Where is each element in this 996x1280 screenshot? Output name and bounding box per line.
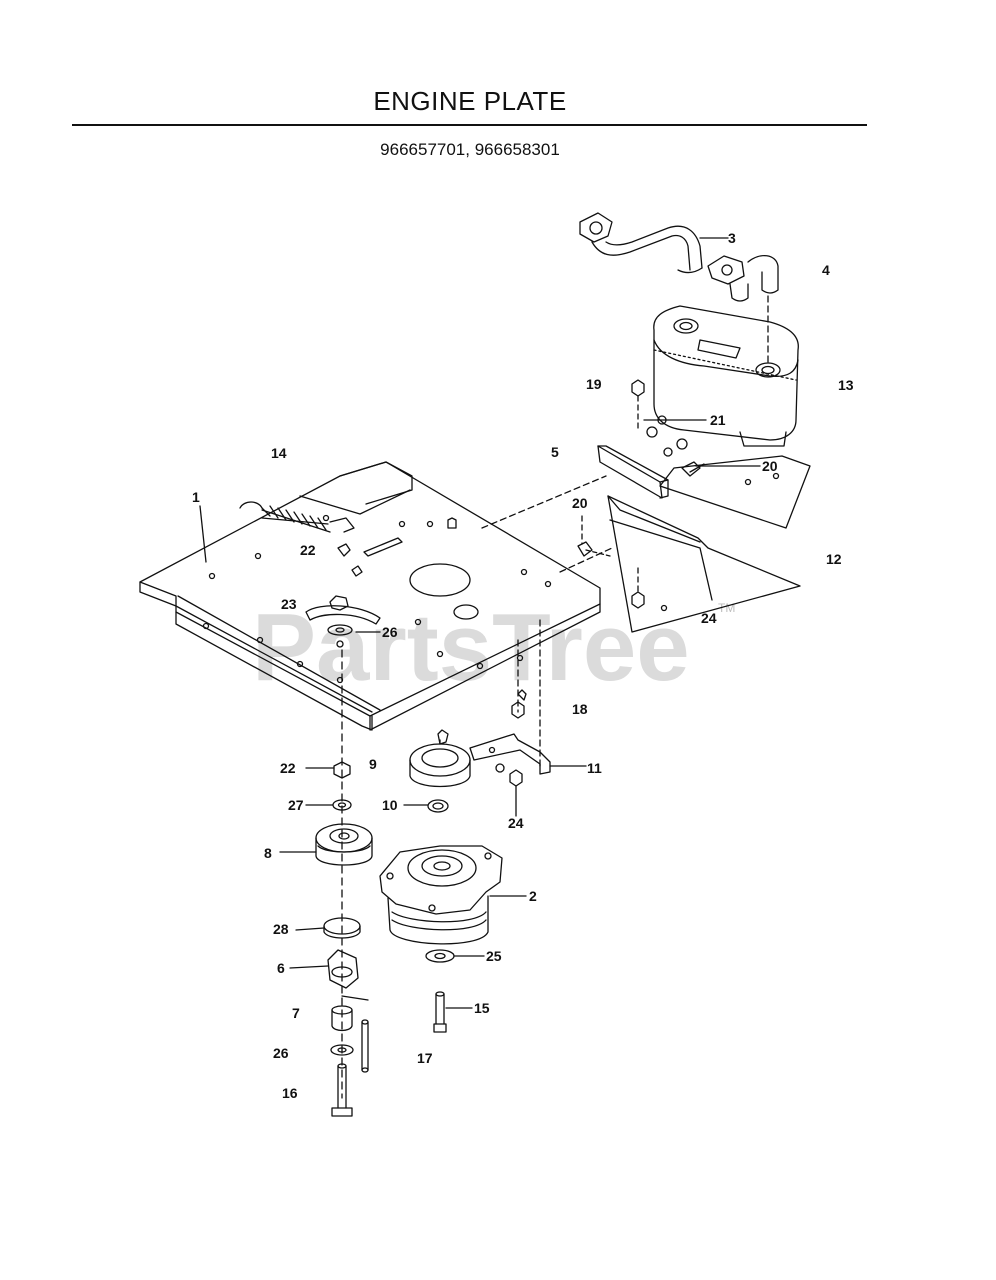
callout-23: 23 bbox=[281, 596, 297, 612]
bolt-part-20-upper bbox=[681, 461, 705, 477]
pulley-part-9 bbox=[409, 729, 471, 788]
page-title: ENGINE PLATE bbox=[373, 86, 567, 116]
callout-18: 18 bbox=[572, 701, 588, 717]
callout-9: 9 bbox=[369, 756, 377, 772]
nut-part-18 bbox=[511, 689, 527, 719]
clip-part-10 bbox=[427, 799, 449, 813]
callout-19: 19 bbox=[586, 376, 602, 392]
bracket-part-11 bbox=[469, 619, 551, 775]
spacer-part-28 bbox=[323, 917, 361, 939]
alignment-line bbox=[559, 547, 613, 573]
idler-bracket-part-6 bbox=[327, 949, 369, 1001]
callout-21: 21 bbox=[710, 412, 726, 428]
engine-plate-part-1 bbox=[139, 461, 601, 731]
muffler-part-13 bbox=[653, 305, 799, 447]
leader-lines bbox=[199, 237, 761, 1009]
callout-5: 5 bbox=[551, 444, 559, 460]
callout-15: 15 bbox=[474, 1000, 490, 1016]
callout-27: 27 bbox=[288, 797, 304, 813]
callout-26-upper: 26 bbox=[382, 624, 398, 640]
callout-24-upper: 24 bbox=[701, 610, 717, 626]
callout-14: 14 bbox=[271, 445, 287, 461]
nut-part-24-lower bbox=[495, 763, 523, 787]
callout-12: 12 bbox=[826, 551, 842, 567]
heat-shield-part-12 bbox=[607, 455, 811, 633]
bracket-part-5 bbox=[597, 445, 669, 499]
exhaust-elbow-part-4 bbox=[707, 255, 779, 302]
model-numbers: 966657701, 966658301 bbox=[380, 140, 560, 159]
callout-4: 4 bbox=[822, 262, 830, 278]
callout-16: 16 bbox=[282, 1085, 298, 1101]
callout-20-upper: 20 bbox=[762, 458, 778, 474]
idler-pulley-part-8 bbox=[315, 823, 373, 866]
callout-labels: 1 2 3 4 5 6 7 8 9 10 11 12 13 14 15 16 1… bbox=[192, 230, 854, 1101]
electric-clutch-part-2 bbox=[379, 845, 503, 945]
callout-28: 28 bbox=[273, 921, 289, 937]
exhaust-pipe-part-3 bbox=[579, 212, 703, 274]
callout-13: 13 bbox=[838, 377, 854, 393]
washer-part-26-lower bbox=[330, 1044, 354, 1056]
bolt-part-15 bbox=[433, 991, 447, 1033]
callout-1: 1 bbox=[192, 489, 200, 505]
callout-26-lower: 26 bbox=[273, 1045, 289, 1061]
callout-22-lower: 22 bbox=[280, 760, 296, 776]
bolt-part-19 bbox=[631, 379, 645, 429]
callout-3: 3 bbox=[728, 230, 736, 246]
callout-20-lower: 20 bbox=[572, 495, 588, 511]
callout-17: 17 bbox=[417, 1050, 433, 1066]
idler-arm-part-23 bbox=[305, 595, 381, 625]
bolt-part-20-lower bbox=[577, 515, 611, 557]
title-divider bbox=[72, 124, 867, 126]
nuts-part-21 bbox=[646, 415, 688, 457]
callout-10: 10 bbox=[382, 797, 398, 813]
nut-part-22-upper bbox=[336, 640, 344, 648]
alignment-line bbox=[481, 475, 607, 529]
callout-11: 11 bbox=[587, 760, 602, 776]
washer-part-25 bbox=[425, 949, 455, 963]
callout-2: 2 bbox=[529, 888, 537, 904]
bushing-part-7 bbox=[331, 1005, 353, 1032]
washer-part-26-upper bbox=[327, 624, 353, 636]
callout-7: 7 bbox=[292, 1005, 300, 1021]
pin-part-17-short bbox=[361, 1019, 369, 1073]
callout-24-lower: 24 bbox=[508, 815, 524, 831]
watermark-text: PartsTree bbox=[252, 594, 690, 701]
nut-part-22-lower bbox=[333, 761, 351, 779]
bolt-part-16 bbox=[331, 1063, 353, 1117]
callout-6: 6 bbox=[277, 960, 285, 976]
callout-25: 25 bbox=[486, 948, 502, 964]
callout-8: 8 bbox=[264, 845, 272, 861]
spring-part-14 bbox=[239, 501, 355, 533]
nut-part-24-upper bbox=[631, 567, 645, 609]
callout-22-upper: 22 bbox=[300, 542, 316, 558]
